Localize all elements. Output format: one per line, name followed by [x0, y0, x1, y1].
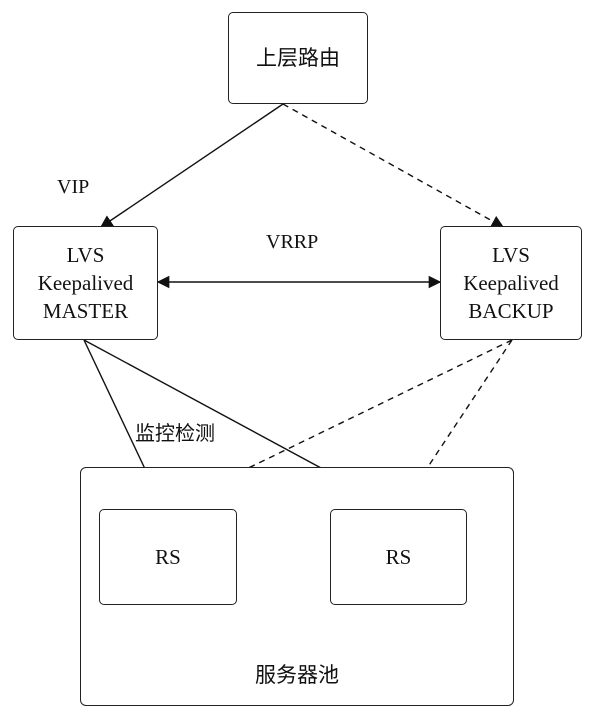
lvs-backup-line-3: BACKUP [468, 299, 554, 323]
lvs-backup-line-2: Keepalived [463, 271, 559, 295]
health-check-label: 监控检测 [135, 421, 215, 445]
upper-router-label: 上层路由 [256, 46, 340, 70]
lvs-backup-node: LVS Keepalived BACKUP [440, 226, 582, 340]
server-pool-label: 服务器池 [255, 663, 339, 687]
vrrp-label: VRRP [266, 231, 319, 253]
lvs-master-node: LVS Keepalived MASTER [13, 226, 158, 340]
edge-router-to-master [99, 103, 284, 228]
upper-router-node: 上层路由 [228, 12, 368, 104]
lvs-master-line-1: LVS [66, 243, 105, 267]
lvs-master-line-3: MASTER [42, 299, 129, 323]
edge-router-to-backup [282, 103, 505, 228]
rs-left-node: RS [99, 509, 237, 605]
vip-label: VIP [57, 176, 90, 198]
rs-left-label: RS [155, 545, 181, 569]
lvs-backup-line-1: LVS [492, 243, 530, 267]
lvs-master-line-2: Keepalived [37, 271, 134, 295]
rs-right-label: RS [385, 545, 412, 569]
rs-right-node: RS [330, 509, 467, 605]
